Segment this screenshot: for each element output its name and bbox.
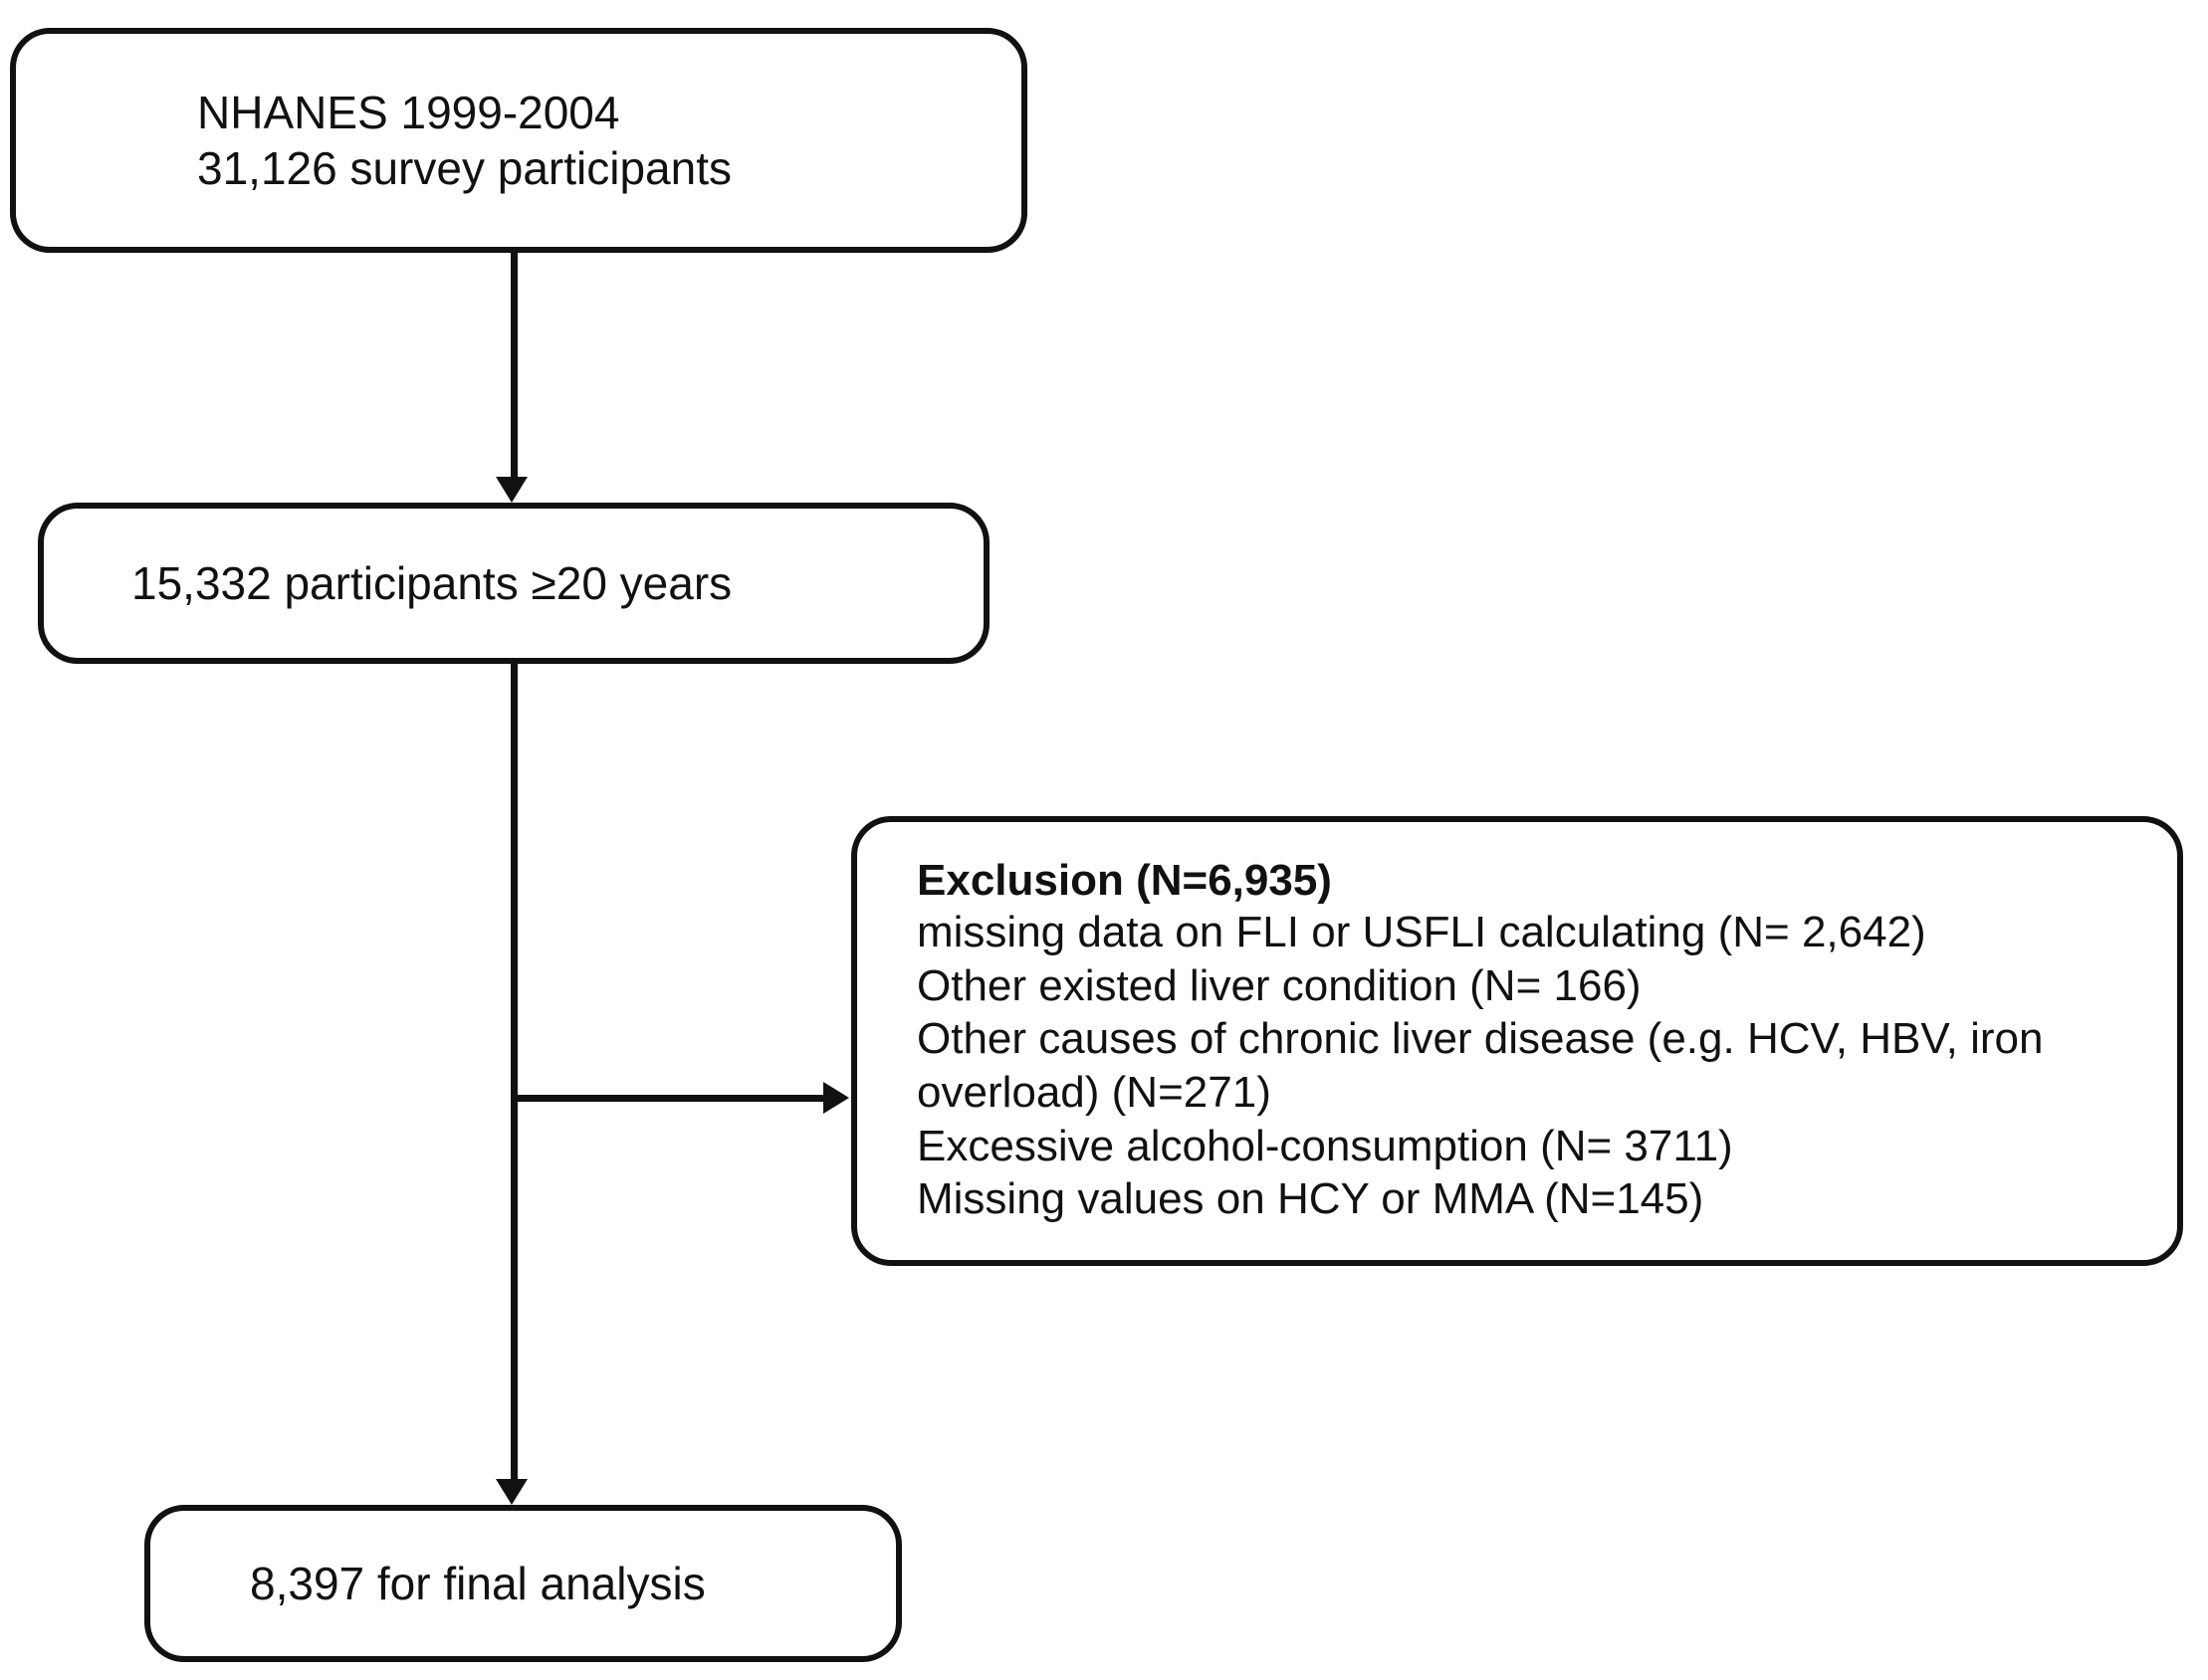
connector-eligible-to-final	[511, 664, 518, 1486]
node-source-cohort: NHANES 1999-2004 31,126 survey participa…	[10, 28, 1027, 253]
node-final-analysis: 8,397 for final analysis	[144, 1505, 902, 1662]
exclusion-line-5: Missing values on HCY or MMA (N=145)	[917, 1174, 1704, 1224]
exclusion-line-2: Other existed liver condition (N= 166)	[917, 960, 1642, 1010]
node-source-line-2: 31,126 survey participants	[197, 142, 732, 194]
connector-source-to-eligible	[511, 252, 518, 483]
node-source-line-1: NHANES 1999-2004	[197, 86, 620, 138]
arrowhead-eligible-to-final-icon	[496, 1479, 528, 1505]
node-eligible-line-1: 15,332 participants ≥20 years	[131, 556, 733, 609]
arrowhead-eligible-to-exclusion-icon	[823, 1082, 849, 1114]
exclusion-line-4: Excessive alcohol-consumption (N= 3711)	[917, 1121, 1733, 1170]
exclusion-heading: Exclusion (N=6,935)	[917, 856, 1332, 905]
exclusion-line-3: Other causes of chronic liver disease (e…	[917, 1014, 2044, 1118]
node-exclusion-criteria: Exclusion (N=6,935) missing data on FLI …	[851, 816, 2183, 1266]
exclusion-line-1: missing data on FLI or USFLI calculating…	[917, 908, 1926, 956]
node-final-line-1: 8,397 for final analysis	[250, 1557, 706, 1609]
node-eligible-participants: 15,332 participants ≥20 years	[38, 503, 990, 664]
arrowhead-source-to-eligible-icon	[496, 477, 528, 503]
connector-eligible-to-exclusion	[511, 1095, 825, 1102]
